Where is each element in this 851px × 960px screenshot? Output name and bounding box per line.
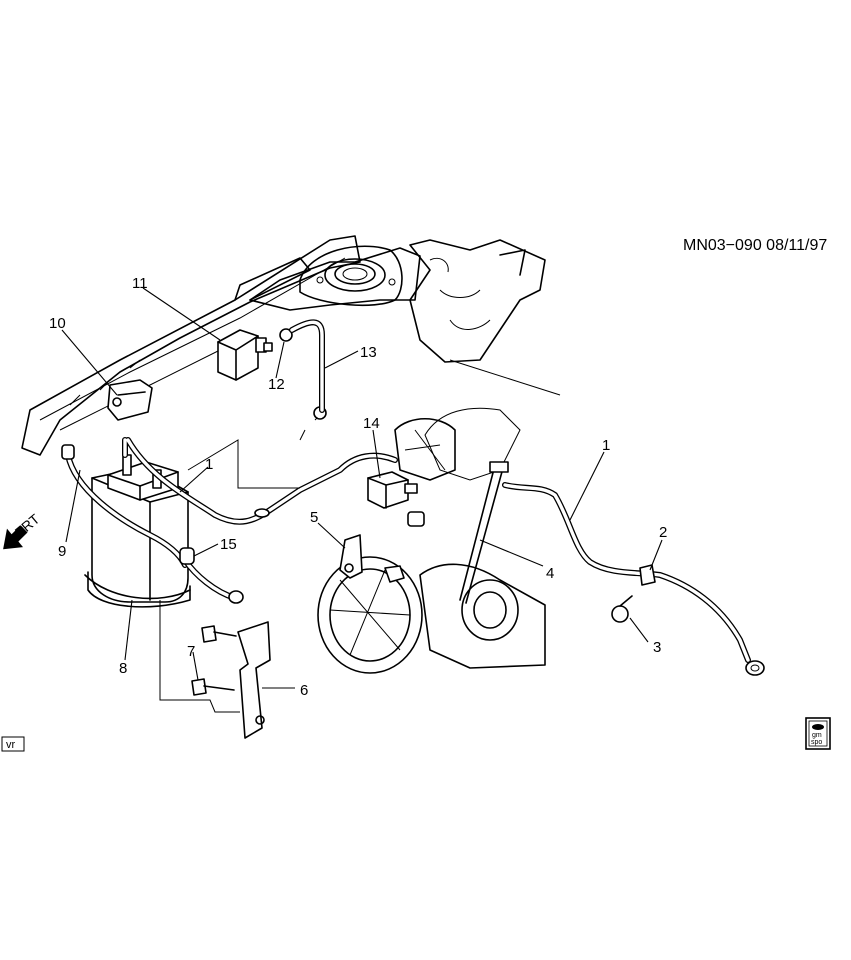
callout-4: 4 xyxy=(546,565,554,582)
drawing-id: MN03−090 08/11/97 xyxy=(683,237,827,254)
canister-bracket xyxy=(237,621,271,739)
strut-tower xyxy=(299,245,403,307)
callout-8: 8 xyxy=(119,660,127,677)
callout-5: 5 xyxy=(310,509,318,526)
callout-7: 7 xyxy=(187,643,195,660)
callout-13: 13 xyxy=(360,344,377,361)
callout-labels: 1 1 2 3 4 5 6 7 8 9 10 11 12 13 14 15 xyxy=(49,275,667,699)
support-rod xyxy=(459,461,509,604)
leader-lines xyxy=(61,287,663,689)
callout-1b: 1 xyxy=(602,437,610,454)
purge-solenoid xyxy=(217,329,273,381)
callout-9: 9 xyxy=(58,543,66,560)
gm-badge-line1: gm xyxy=(812,732,822,739)
front-arrow: FRT xyxy=(3,510,43,550)
mount-bracket xyxy=(107,379,153,421)
callout-15: 15 xyxy=(220,536,237,553)
gm-spo-badge: gm spo xyxy=(805,717,831,750)
callout-14: 14 xyxy=(363,415,380,432)
evap-canister xyxy=(84,454,191,608)
callout-3: 3 xyxy=(653,639,661,656)
canister-hose-left xyxy=(61,444,188,568)
hose-fitting xyxy=(179,547,244,604)
pipe-clip xyxy=(639,564,656,586)
alternator xyxy=(317,407,546,674)
corner-code-box: vr xyxy=(1,736,25,752)
vapor-pipe-canister xyxy=(122,437,398,525)
callout-12: 12 xyxy=(268,376,285,393)
callout-1a: 1 xyxy=(205,456,213,473)
callout-6: 6 xyxy=(300,682,308,699)
gm-badge-line2: spo xyxy=(811,739,822,746)
egr-solenoid xyxy=(367,471,425,527)
solenoid-bracket xyxy=(339,534,405,583)
callout-2: 2 xyxy=(659,524,667,541)
vapor-pipe-engine xyxy=(502,482,765,676)
callout-10: 10 xyxy=(49,315,66,332)
engine-block xyxy=(409,239,561,396)
callout-11: 11 xyxy=(132,275,148,292)
bracket-bolt xyxy=(191,625,237,696)
vacuum-hose xyxy=(289,319,325,413)
clip-bolt xyxy=(611,595,633,623)
corner-code: vr xyxy=(6,739,16,751)
